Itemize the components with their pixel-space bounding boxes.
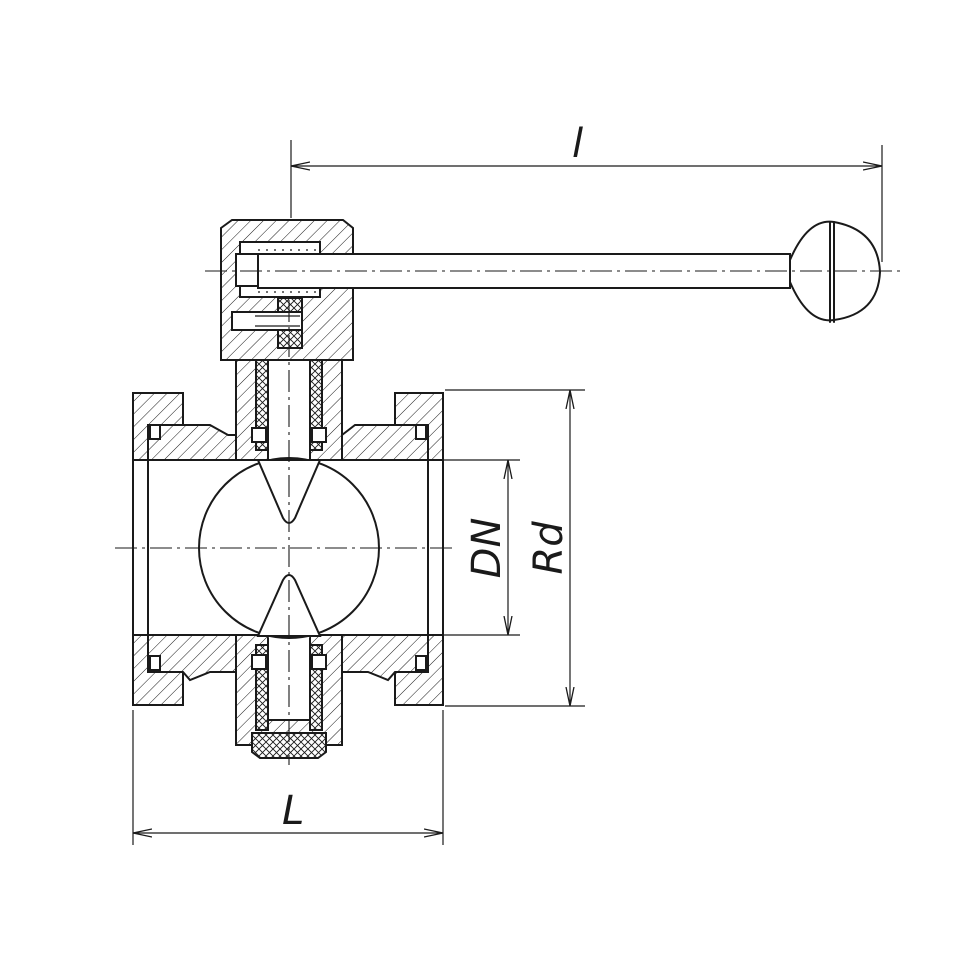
seal-ring-br — [415, 655, 427, 671]
body-lower-wall-right — [341, 634, 429, 682]
seal-ring-bl — [149, 655, 161, 671]
label-flange-diameter: Rd — [526, 521, 572, 575]
dimension-nominal-diameter: DN — [430, 459, 520, 636]
lower-ring-right — [311, 654, 327, 670]
dimension-flange-diameter: Rd — [445, 389, 585, 707]
bottom-cap — [251, 732, 327, 759]
actuator-head — [220, 219, 354, 361]
seal-ring-tr — [415, 424, 427, 440]
dimension-overall-length: L — [132, 710, 444, 845]
spring-dots — [258, 249, 318, 293]
label-handle-length: l — [572, 121, 583, 167]
lower-cone — [256, 574, 322, 637]
lock-screw — [231, 311, 303, 331]
lever-pin — [235, 253, 261, 287]
stem-ring-left — [251, 427, 267, 443]
seal-ring-tl — [149, 424, 161, 440]
label-overall-length: L — [282, 788, 304, 834]
label-nominal-diameter: DN — [464, 518, 510, 579]
dimension-handle-length: l — [290, 121, 883, 262]
center-lines — [115, 270, 900, 765]
stem-ring-right — [311, 427, 327, 443]
lower-ring-left — [251, 654, 267, 670]
